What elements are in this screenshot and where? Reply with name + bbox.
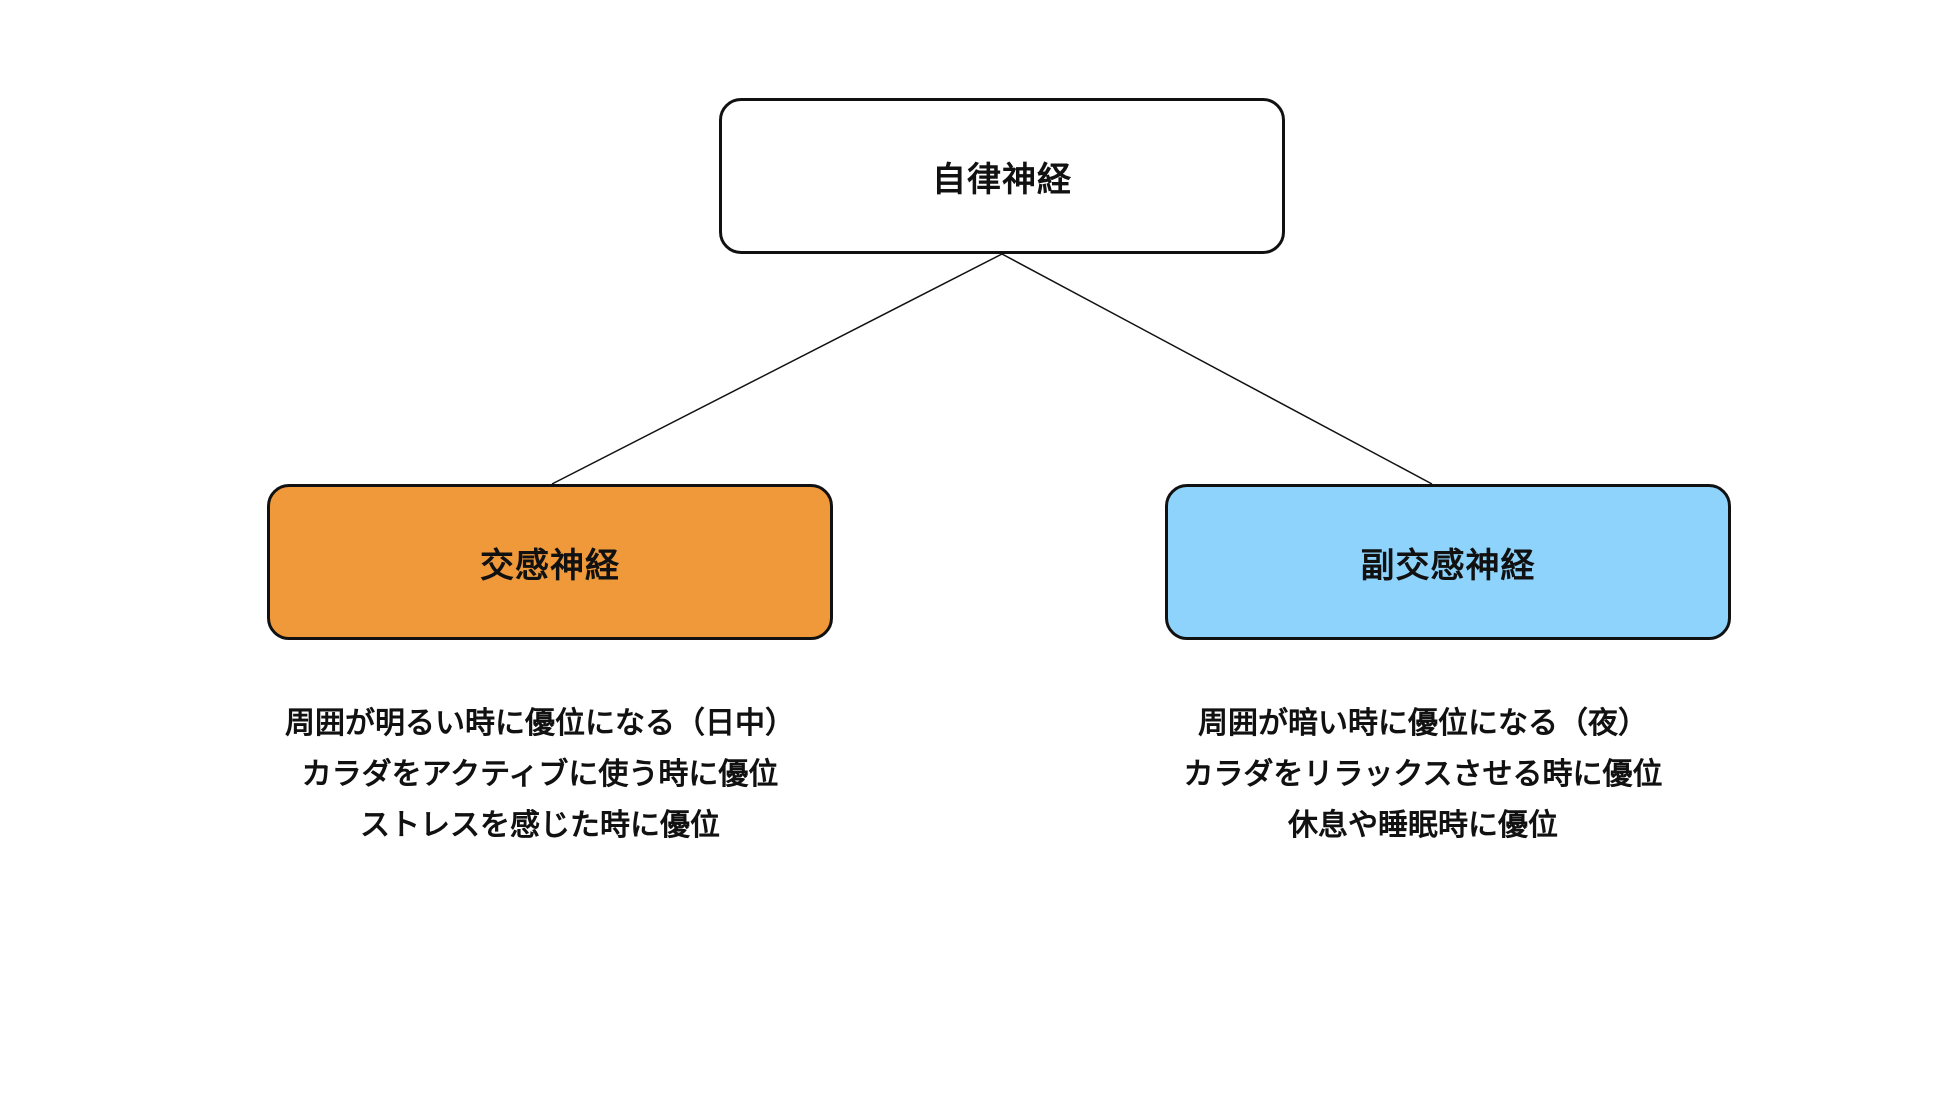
sympathetic-node-label: 交感神経	[480, 545, 620, 586]
parasympathetic-node-label: 副交感神経	[1360, 545, 1536, 586]
sympathetic-note: カラダをアクティブに使う時に優位	[301, 757, 779, 792]
parasympathetic-note: 周囲が暗い時に優位になる（夜）	[1198, 706, 1648, 741]
sympathetic-notes: 周囲が明るい時に優位になる（日中） カラダをアクティブに使う時に優位 ストレスを…	[180, 698, 900, 851]
root-node-label: 自律神経	[932, 159, 1072, 200]
parasympathetic-note: 休息や睡眠時に優位	[1288, 808, 1558, 843]
connector-root-to-sympathetic	[551, 253, 1003, 485]
parasympathetic-notes: 周囲が暗い時に優位になる（夜） カラダをリラックスさせる時に優位 休息や睡眠時に…	[1063, 698, 1783, 851]
child-node-parasympathetic-nerve: 副交感神経	[1165, 484, 1731, 640]
child-node-sympathetic-nerve: 交感神経	[267, 484, 833, 640]
sympathetic-note: ストレスを感じた時に優位	[360, 808, 720, 843]
root-node-autonomic-nerve: 自律神経	[719, 98, 1285, 254]
parasympathetic-note: カラダをリラックスさせる時に優位	[1183, 757, 1663, 792]
connector-root-to-parasympathetic	[1001, 253, 1433, 485]
sympathetic-note: 周囲が明るい時に優位になる（日中）	[285, 706, 795, 741]
